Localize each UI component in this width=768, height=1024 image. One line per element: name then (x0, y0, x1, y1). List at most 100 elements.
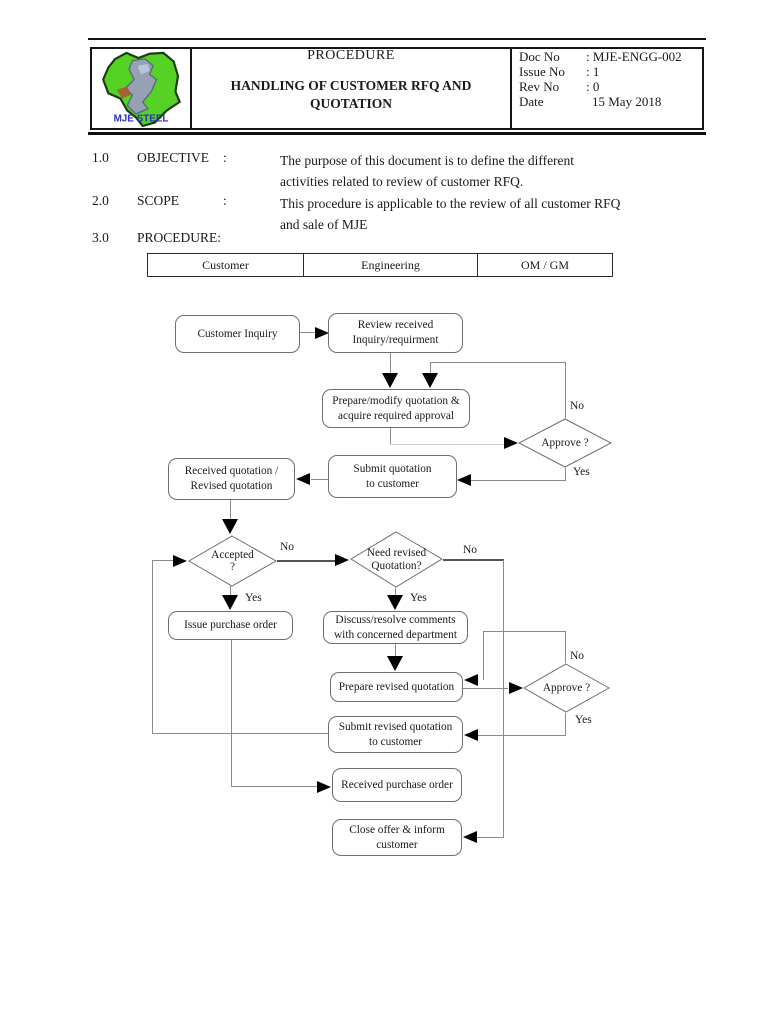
connector (390, 444, 504, 445)
top-rule (88, 38, 706, 40)
header-divider-2 (510, 47, 512, 130)
label-yes-approve-2: Yes (575, 714, 592, 726)
lane-header-label: OM / GM (520, 257, 569, 272)
section-heading: OBJECTIVE (137, 150, 209, 165)
section-body: This procedure is applicable to the revi… (280, 196, 621, 232)
arrowhead (317, 781, 331, 793)
node-label: Customer Inquiry (197, 327, 278, 340)
arrowhead (463, 831, 477, 843)
node-label: Close offer & inform customer (349, 823, 445, 851)
node-submit-revised: Submit revised quotation to customer (328, 716, 463, 753)
node-customer-inquiry: Customer Inquiry (175, 315, 300, 353)
label-no-approve-2: No (570, 650, 585, 662)
connector (390, 428, 391, 445)
node-prepare-revised: Prepare revised quotation (330, 672, 463, 702)
connector (565, 468, 566, 481)
arrowhead (464, 729, 478, 741)
label-yes-accepted: Yes (245, 592, 262, 604)
label-no-need-revised: No (463, 544, 478, 556)
label-yes-approve-1: Yes (573, 466, 590, 478)
arrowhead (457, 474, 471, 486)
node-received-quotation: Received quotation / Revised quotation (168, 458, 295, 500)
section-number: 3.0 (92, 230, 109, 245)
arrowhead (222, 519, 238, 534)
connector (152, 733, 328, 734)
arrowhead (173, 555, 187, 567)
logo-text: MJE STEEL (114, 114, 169, 125)
node-label: Received quotation / Revised quotation (184, 465, 279, 492)
connector (395, 588, 396, 595)
connector (311, 479, 328, 480)
connector (395, 644, 396, 656)
arrowhead (382, 373, 398, 388)
node-label: Accepted ? (211, 548, 254, 573)
meta-label: Date (519, 94, 544, 109)
node-label: Issue purchase order (184, 619, 277, 632)
connector (565, 713, 566, 736)
meta-value: : 0 (586, 79, 600, 94)
node-label: Submit revised quotation to customer (338, 720, 453, 748)
connector (478, 735, 566, 736)
meta-label: Issue No (519, 64, 565, 79)
connector (565, 362, 566, 418)
meta-label: Rev No (519, 79, 560, 94)
arrowhead (422, 373, 438, 388)
header-bottom-rule (88, 132, 706, 135)
connector (300, 332, 316, 333)
lane-header-engineering: Engineering (303, 253, 478, 277)
node-close-offer: Close offer & inform customer (332, 819, 462, 856)
connector (152, 560, 173, 561)
section-body: The purpose of this document is to defin… (280, 153, 575, 189)
label-no-accepted: No (280, 541, 295, 553)
node-label: Discuss/resolve comments with concerned … (334, 613, 457, 641)
connector (152, 561, 153, 734)
node-review-received: Review received Inquiry/requirment (328, 313, 463, 353)
meta-value: 15 May 2018 (592, 94, 662, 109)
node-label: Submit quotation to customer (353, 462, 432, 490)
connector (231, 640, 232, 787)
connector (230, 586, 231, 595)
connector (463, 688, 508, 689)
arrowhead (504, 437, 518, 449)
node-received-purchase-order: Received purchase order (332, 768, 462, 802)
node-label: Need revised Quotation? (366, 547, 427, 572)
decision-accepted: Accepted ? (188, 535, 277, 587)
logo-machinery-shape (124, 58, 158, 115)
arrowhead (296, 473, 310, 485)
arrowhead (464, 674, 478, 686)
arrowhead (315, 327, 329, 339)
connector (277, 560, 335, 562)
section-colon: : (223, 150, 227, 165)
connector (483, 631, 566, 632)
node-label: Approve ? (541, 436, 589, 449)
node-label: Review received Inquiry/requirment (352, 319, 439, 346)
header-table (90, 47, 704, 130)
arrowhead (335, 554, 349, 566)
node-label: Prepare revised quotation (338, 680, 455, 693)
node-discuss-resolve: Discuss/resolve comments with concerned … (323, 611, 468, 644)
node-label: Received purchase order (341, 778, 453, 791)
connector (231, 786, 317, 787)
section-number: 1.0 (92, 150, 109, 165)
doc-type-heading: PROCEDURE (307, 48, 395, 63)
connector (430, 362, 431, 374)
arrowhead (387, 656, 403, 671)
lane-header-customer: Customer (147, 253, 304, 277)
node-label: Prepare/modify quotation & acquire requi… (332, 394, 460, 422)
decision-approve-2: Approve ? (523, 663, 610, 713)
node-label: Approve ? (542, 681, 591, 694)
arrowhead (509, 682, 523, 694)
meta-label: Doc No (519, 49, 560, 64)
company-logo: MJE STEEL (98, 50, 184, 128)
arrowhead (387, 595, 403, 610)
connector (390, 353, 391, 374)
arrowhead (222, 595, 238, 610)
label-no-approve-1: No (570, 400, 585, 412)
connector (471, 480, 566, 481)
connector (503, 560, 504, 838)
connector (477, 837, 504, 838)
lane-header-label: Customer (202, 257, 249, 272)
label-yes-need-revised: Yes (410, 592, 427, 604)
connector (443, 559, 504, 561)
